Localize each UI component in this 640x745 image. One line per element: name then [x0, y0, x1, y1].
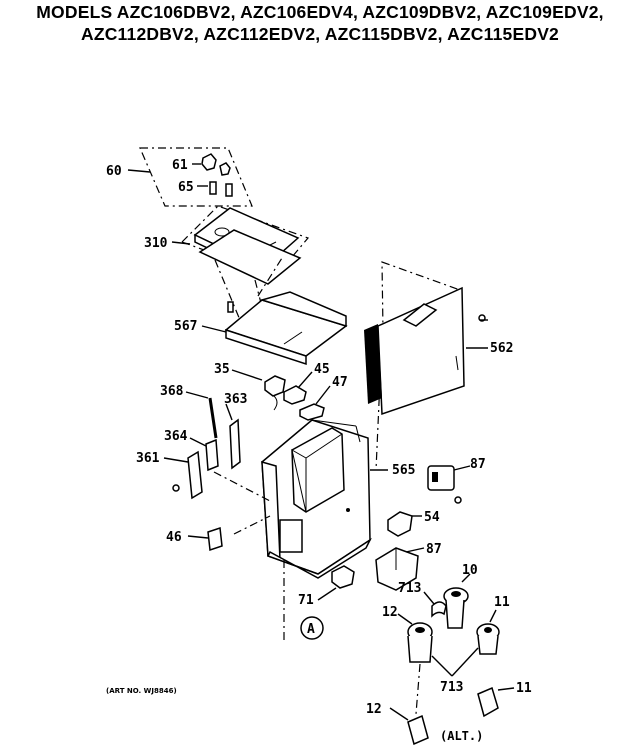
callout-45: 45	[314, 362, 330, 377]
control-bracket-567	[201, 291, 348, 366]
cover-plate-562	[364, 261, 488, 416]
knob-group-60	[127, 147, 253, 207]
callout-87-lower: 87	[426, 542, 442, 557]
capacitor-clip-47	[299, 385, 331, 421]
art-number: (ART NO. WJ8846)	[106, 687, 177, 695]
bracket-363	[225, 403, 241, 470]
relay-87-upper	[427, 465, 471, 504]
callout-713-lower: 713	[440, 680, 463, 695]
leader-713-lower	[431, 647, 479, 677]
knob-shaft-65	[197, 181, 233, 197]
fan-hub-12	[397, 613, 433, 663]
callout-11-lower: 11	[516, 681, 532, 696]
plug-71	[317, 565, 355, 601]
callout-60: 60	[106, 164, 122, 179]
rod-368	[185, 391, 218, 439]
clip-46	[187, 526, 223, 552]
callout-713-upper: 713	[398, 581, 421, 596]
callout-65: 65	[178, 180, 194, 195]
reference-marker-a	[300, 616, 324, 640]
bearing-10	[443, 573, 471, 629]
marker-a-label: A	[307, 622, 315, 637]
callout-61: 61	[172, 158, 188, 173]
spring-713-upper	[423, 591, 447, 618]
callout-54: 54	[424, 510, 440, 525]
callout-71: 71	[298, 593, 314, 608]
alt-label: (ALT.)	[440, 729, 483, 743]
callout-567: 567	[174, 319, 197, 334]
callout-565: 565	[392, 463, 415, 478]
callout-46: 46	[166, 530, 182, 545]
callout-12-lower: 12	[366, 702, 382, 717]
bracket-364	[189, 437, 219, 472]
callout-562: 562	[490, 341, 513, 356]
alt-part-11	[477, 686, 515, 718]
callout-35: 35	[214, 362, 230, 377]
bracket-361	[163, 450, 203, 500]
control-panel-310	[171, 205, 310, 285]
callout-11-upper: 11	[494, 595, 510, 610]
thermostat-45	[283, 371, 313, 405]
callout-87-upper: 87	[470, 457, 486, 472]
diagram-title-line-2: AZC112DBV2, AZC112EDV2, AZC115DBV2, AZC1…	[80, 24, 559, 44]
switch-35	[231, 369, 286, 411]
callout-361: 361	[136, 451, 160, 466]
relay-87-lower	[375, 547, 425, 591]
callout-363: 363	[224, 392, 247, 407]
callout-10: 10	[462, 563, 478, 578]
callout-12-upper: 12	[382, 605, 398, 620]
fan-hub-11	[476, 609, 500, 655]
alt-part-12	[389, 707, 429, 745]
callout-364: 364	[164, 429, 188, 444]
diagram-title-line-1: MODELS AZC106DBV2, AZC106EDV4, AZC109DBV…	[36, 2, 604, 22]
callout-368: 368	[160, 384, 184, 399]
connector-54	[387, 511, 422, 537]
knob-61	[192, 153, 231, 176]
callout-310: 310	[144, 236, 168, 251]
callout-47: 47	[332, 375, 348, 390]
chassis-565	[261, 419, 388, 579]
